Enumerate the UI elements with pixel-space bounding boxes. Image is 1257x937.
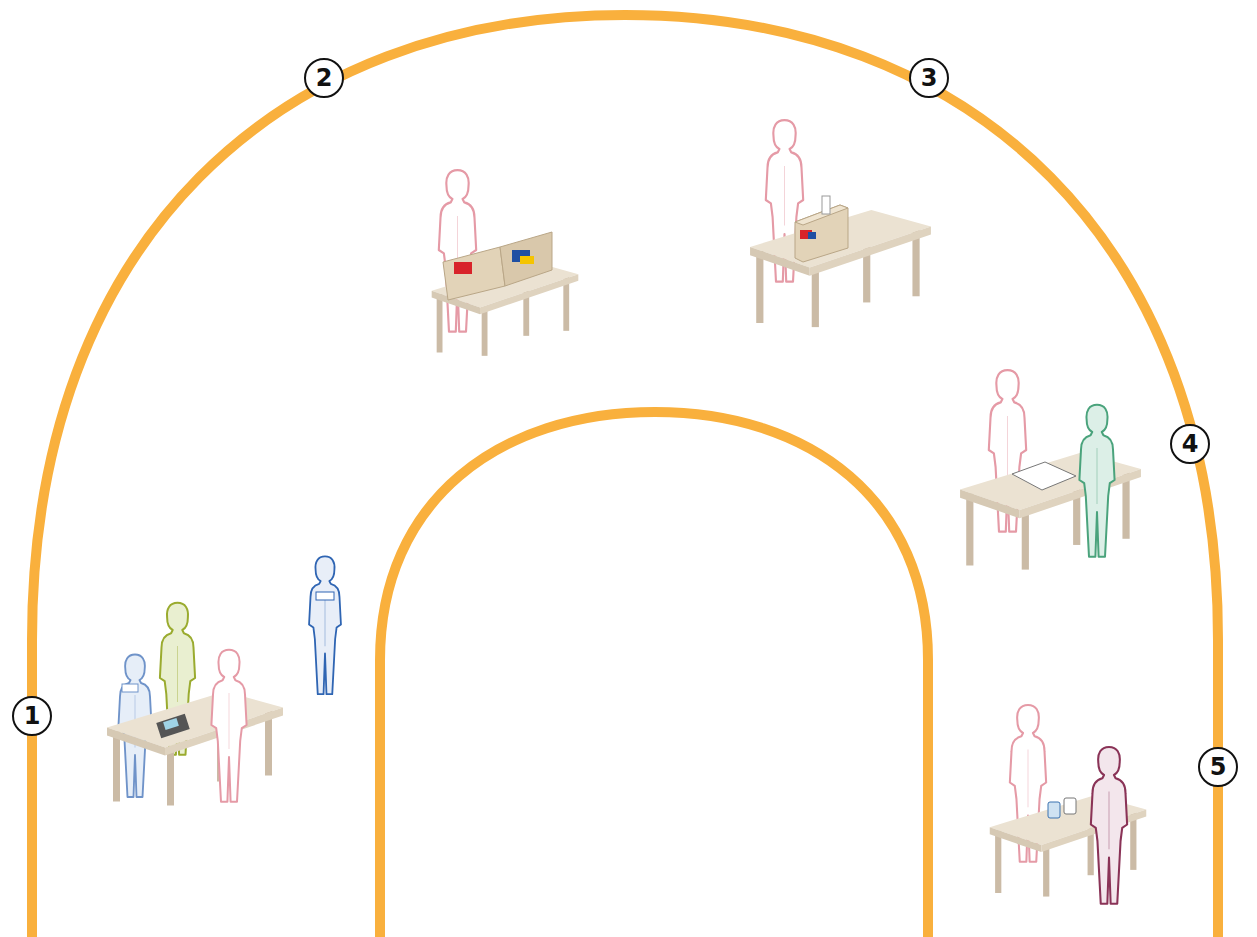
station-voting-booth bbox=[432, 170, 579, 356]
station-identification bbox=[107, 556, 341, 805]
callout-number: 1 bbox=[12, 696, 52, 736]
route-arches bbox=[32, 15, 1218, 937]
callout-number: 2 bbox=[304, 58, 344, 98]
callout-number: 4 bbox=[1170, 424, 1210, 464]
station-ballot-box bbox=[750, 120, 931, 327]
station-ink bbox=[990, 705, 1146, 904]
callout-number: 5 bbox=[1198, 747, 1238, 787]
station-signing bbox=[960, 370, 1141, 570]
callout-number: 3 bbox=[909, 58, 949, 98]
